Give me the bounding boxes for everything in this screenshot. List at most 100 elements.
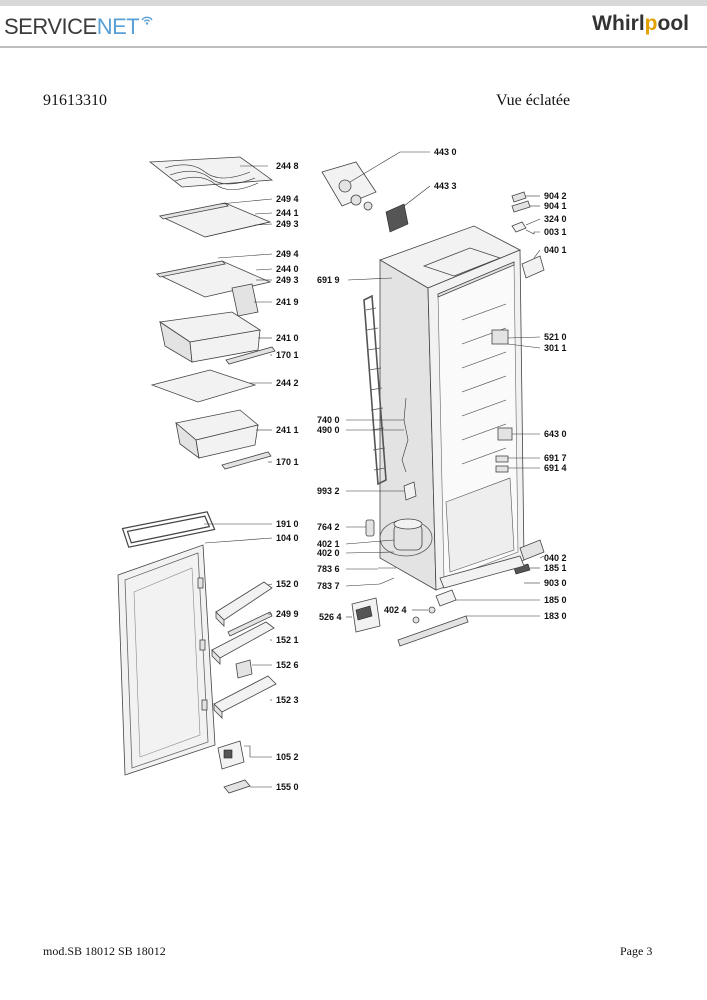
label-1520: 152 0 bbox=[276, 579, 299, 589]
part-0031-graphic bbox=[511, 221, 527, 233]
label-2411: 241 1 bbox=[276, 425, 299, 435]
label-7400: 740 0 bbox=[317, 415, 340, 425]
label-2493a: 249 3 bbox=[276, 219, 299, 229]
label-4433: 443 3 bbox=[434, 181, 457, 191]
label-4900: 490 0 bbox=[317, 425, 340, 435]
label-2494b: 249 4 bbox=[276, 249, 299, 259]
leader-lines bbox=[204, 151, 545, 788]
logo-text-service: SERVICE bbox=[4, 14, 97, 39]
document-title: Vue éclatée bbox=[496, 92, 571, 109]
label-1850: 185 0 bbox=[544, 595, 567, 605]
label-9041: 904 1 bbox=[544, 201, 567, 211]
glass-shelf-upper-graphic bbox=[158, 202, 272, 238]
logo-text-net: NET bbox=[96, 14, 140, 39]
logo-text-whirl: Whirl bbox=[592, 12, 645, 35]
balcony-rail-2499-graphic bbox=[227, 611, 273, 637]
label-1052: 105 2 bbox=[276, 752, 299, 762]
compressor-graphic bbox=[379, 518, 433, 557]
label-3011: 301 1 bbox=[544, 343, 567, 353]
label-7836: 783 6 bbox=[317, 564, 340, 574]
tube-7837-graphic bbox=[379, 577, 395, 585]
servicenet-logo: SERVICENET bbox=[4, 14, 153, 40]
label-2448: 244 8 bbox=[276, 161, 299, 171]
capacitor-7642-graphic bbox=[365, 519, 375, 537]
label-2442: 244 2 bbox=[276, 378, 299, 388]
door-gasket-graphic bbox=[121, 511, 216, 548]
label-2410: 241 0 bbox=[276, 333, 299, 343]
rail-lower-graphic bbox=[221, 451, 272, 470]
door-balcony-1520-graphic bbox=[215, 581, 273, 627]
glass-plate-2442-graphic bbox=[150, 369, 257, 403]
cabinet-body-graphic bbox=[379, 225, 525, 591]
label-6914: 691 4 bbox=[544, 463, 567, 473]
label-1523: 152 3 bbox=[276, 695, 299, 705]
label-3240: 324 0 bbox=[544, 214, 567, 224]
hinge-1550-graphic bbox=[223, 779, 251, 794]
crisper-drawer-upper-graphic bbox=[158, 283, 262, 363]
document-number: 91613310 bbox=[43, 92, 107, 109]
door-balcony-1521-graphic bbox=[211, 621, 275, 665]
base-rail-1830-graphic bbox=[397, 615, 469, 647]
label-2440: 244 0 bbox=[276, 264, 299, 274]
label-6919: 691 9 bbox=[317, 275, 340, 285]
logo-text-p: p bbox=[644, 12, 658, 35]
label-1830: 183 0 bbox=[544, 611, 567, 621]
label-4024: 402 4 bbox=[384, 605, 407, 615]
label-2419: 241 9 bbox=[276, 297, 299, 307]
light-cover-graphic bbox=[385, 203, 409, 233]
hinge-1052-graphic bbox=[217, 740, 245, 770]
part-labels: 244 8 249 4 244 1 249 3 249 4 244 0 249 … bbox=[276, 147, 567, 792]
condenser-coil-graphic bbox=[363, 294, 387, 486]
label-7837: 783 7 bbox=[317, 581, 340, 591]
hinge-0402-graphic bbox=[519, 539, 545, 561]
label-9042: 904 2 bbox=[544, 191, 567, 201]
label-0401: 040 1 bbox=[544, 245, 567, 255]
label-0402: 040 2 bbox=[544, 553, 567, 563]
header-divider bbox=[0, 46, 707, 48]
label-1851: 185 1 bbox=[544, 563, 567, 573]
door-balcony-1523-graphic bbox=[213, 675, 277, 719]
label-4430: 443 0 bbox=[434, 147, 457, 157]
crisper-drawer-lower-graphic bbox=[175, 409, 259, 459]
header-top-bar bbox=[0, 0, 707, 6]
part-9041-graphic bbox=[511, 200, 531, 213]
relay-5264-graphic bbox=[351, 597, 381, 633]
footer-page-number: Page 3 bbox=[620, 944, 653, 958]
label-6917: 691 7 bbox=[544, 453, 567, 463]
label-1550: 155 0 bbox=[276, 782, 299, 792]
label-6430: 643 0 bbox=[544, 429, 567, 439]
label-7642: 764 2 bbox=[317, 522, 340, 532]
footer-model: mod.SB 18012 SB 18012 bbox=[43, 944, 166, 958]
label-1526: 152 6 bbox=[276, 660, 299, 670]
power-cable-graphic bbox=[401, 397, 409, 473]
label-1910: 191 0 bbox=[276, 519, 299, 529]
label-1701a: 170 1 bbox=[276, 350, 299, 360]
label-2494a: 249 4 bbox=[276, 194, 299, 204]
part-1850-graphic bbox=[435, 589, 457, 607]
label-2493b: 249 3 bbox=[276, 275, 299, 285]
part-9042-graphic bbox=[511, 191, 527, 203]
egg-tray-1526-graphic bbox=[235, 659, 253, 679]
label-1040: 104 0 bbox=[276, 533, 299, 543]
wifi-icon bbox=[141, 16, 153, 25]
thermostat-box-graphic bbox=[321, 161, 377, 211]
hinge-0401-graphic bbox=[521, 255, 545, 279]
sensor-9932-graphic bbox=[403, 481, 417, 501]
door-panel-graphic bbox=[117, 544, 216, 776]
label-9030: 903 0 bbox=[544, 578, 567, 588]
label-1521: 152 1 bbox=[276, 635, 299, 645]
part-4024-graphic bbox=[428, 606, 436, 614]
label-0031: 003 1 bbox=[544, 227, 567, 237]
whirlpool-logo: Whirlpool bbox=[592, 12, 689, 36]
part-2448-graphic bbox=[148, 156, 274, 191]
label-1701b: 170 1 bbox=[276, 457, 299, 467]
rail-upper-graphic bbox=[225, 346, 276, 365]
label-5264: 526 4 bbox=[319, 612, 342, 622]
logo-text-ool: ool bbox=[657, 12, 690, 35]
label-9932: 993 2 bbox=[317, 486, 340, 496]
label-5210: 521 0 bbox=[544, 332, 567, 342]
base-plate-9030-graphic bbox=[439, 555, 525, 589]
label-2499: 249 9 bbox=[276, 609, 299, 619]
label-2441: 244 1 bbox=[276, 208, 299, 218]
